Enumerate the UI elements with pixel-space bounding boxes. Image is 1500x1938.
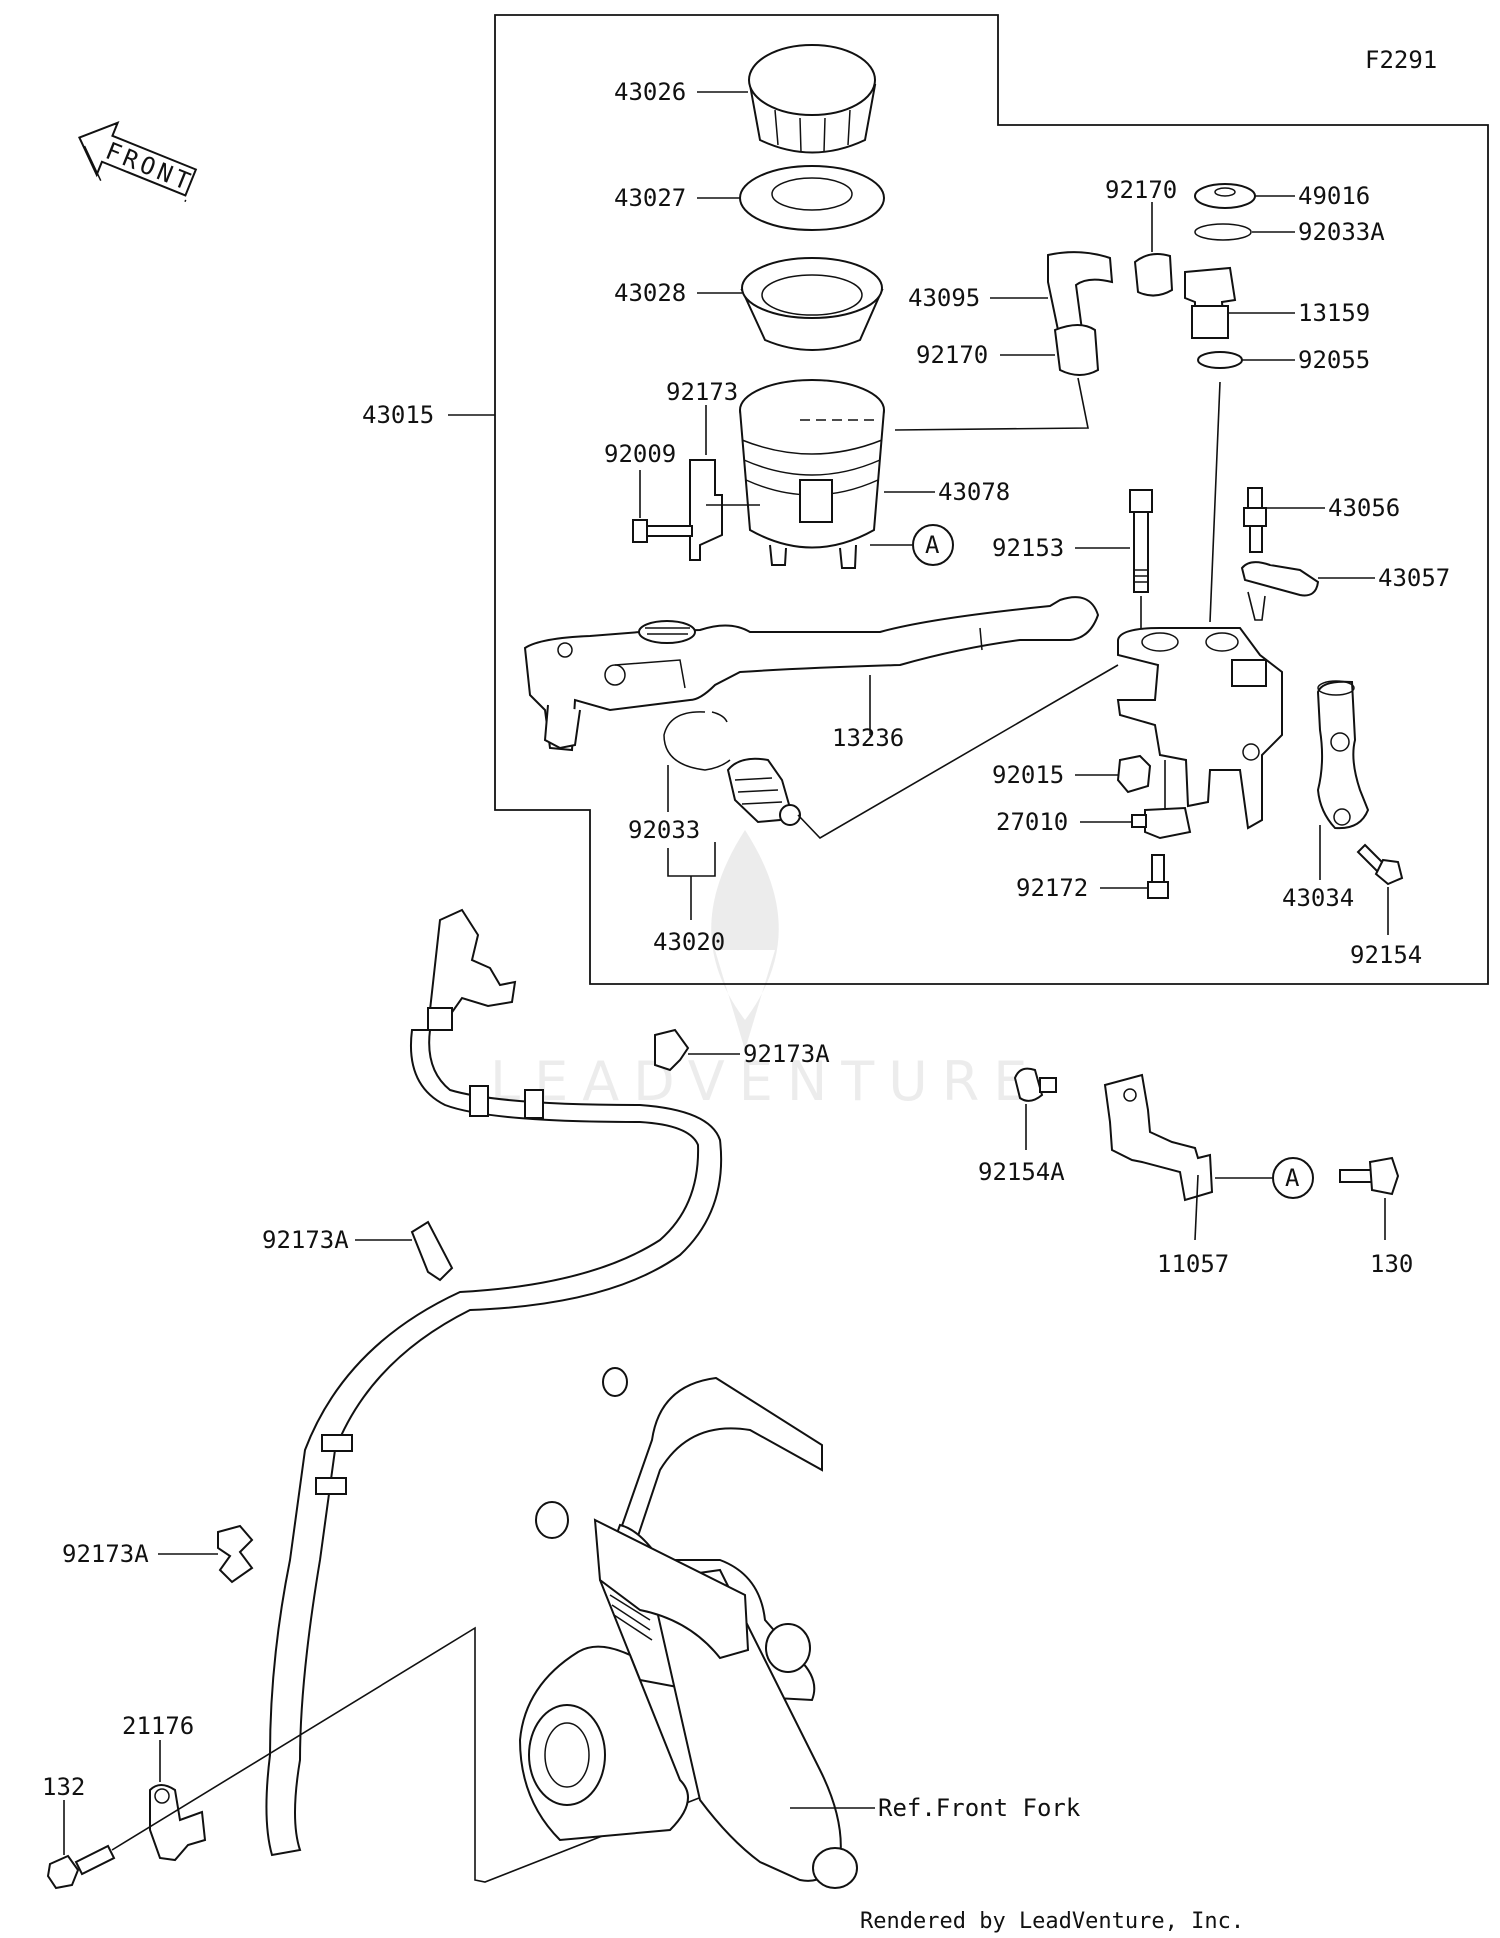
- master-cylinder-body-icon: [1116, 627, 1283, 830]
- label-92172: 92172: [1016, 874, 1088, 902]
- credit-text: Rendered by LeadVenture, Inc.: [860, 1909, 1244, 1934]
- label-13236: 13236: [832, 724, 904, 752]
- bleeder-cap-icon: [1240, 561, 1320, 597]
- label-92154: 92154: [1350, 941, 1422, 969]
- label-92173A-mid: 92173A: [262, 1226, 349, 1254]
- snap-ring-icon: [663, 711, 731, 771]
- label-92009: 92009: [604, 440, 676, 468]
- label-130: 130: [1370, 1250, 1413, 1278]
- sensor-connector-icon: [427, 908, 517, 1031]
- clamp-bolt-icon: [1356, 843, 1404, 886]
- sensor-bolt-icon: [46, 1844, 116, 1890]
- cable-grommet: [469, 1085, 489, 1117]
- cable-grommet: [321, 1434, 353, 1452]
- label-43034: 43034: [1282, 884, 1354, 912]
- reservoir-icon: [739, 379, 885, 569]
- front-arrow-icon: FRONT: [78, 121, 198, 203]
- label-21176: 21176: [122, 1712, 194, 1740]
- watermark-logo: [711, 830, 779, 1050]
- diagram-code: F2291: [1365, 46, 1437, 74]
- bracket-bolt-icon: [1013, 1067, 1057, 1102]
- pivot-bolt-icon: [1129, 489, 1153, 593]
- callout-marker-a-lower-text: A: [1285, 1164, 1300, 1192]
- circlip-icon: [1194, 223, 1252, 241]
- label-43028: 43028: [614, 279, 686, 307]
- label-92154A: 92154A: [978, 1158, 1065, 1186]
- front-arrow-text: FRONT: [102, 137, 198, 198]
- brake-switch-icon: [1131, 806, 1192, 840]
- reservoir-cap-icon: [748, 44, 877, 154]
- label-92170-bottom: 92170: [916, 341, 988, 369]
- brake-lever-icon: [523, 596, 1100, 752]
- cable-grommet: [524, 1089, 544, 1119]
- bracket-mount-bolt-icon: [1339, 1156, 1400, 1196]
- callout-marker-a-text: A: [925, 531, 940, 559]
- label-49016: 49016: [1298, 182, 1370, 210]
- switch-screw-icon: [1147, 854, 1169, 899]
- o-ring-icon: [1197, 351, 1243, 369]
- label-92033A: 92033A: [1298, 218, 1385, 246]
- label-27010: 27010: [996, 808, 1068, 836]
- diaphragm-plate-icon: [739, 165, 885, 231]
- label-92153: 92153: [992, 534, 1064, 562]
- hose-clamp-icon: [689, 459, 723, 561]
- sensor-cable: [265, 1029, 723, 1857]
- callout-marker-a-lower: [1272, 1157, 1314, 1199]
- label-132: 132: [42, 1773, 85, 1801]
- watermark: LEADVENTURE: [490, 830, 1041, 1113]
- label-92170-top: 92170: [1105, 176, 1177, 204]
- handlebar-clamp-icon: [1316, 680, 1370, 830]
- wheel-speed-sensor-icon: [149, 1784, 207, 1862]
- cable-clip-icon: [410, 1220, 454, 1282]
- label-43056: 43056: [1328, 494, 1400, 522]
- label-11057: 11057: [1157, 1250, 1229, 1278]
- label-43078: 43078: [938, 478, 1010, 506]
- assembly-frame: [494, 14, 1489, 985]
- label-43026: 43026: [614, 78, 686, 106]
- label-43020: 43020: [653, 928, 725, 956]
- label-92173: 92173: [666, 378, 738, 406]
- label-43095: 43095: [908, 284, 980, 312]
- dust-cap-icon: [1194, 183, 1256, 209]
- label-92173A-low: 92173A: [62, 1540, 149, 1568]
- label-43027: 43027: [614, 184, 686, 212]
- label-92173A-top: 92173A: [743, 1040, 830, 1068]
- callout-marker-a: [912, 524, 954, 566]
- label-ref-front-fork: Ref.Front Fork: [878, 1794, 1081, 1822]
- label-92055: 92055: [1298, 346, 1370, 374]
- front-fork-icon: [518, 1367, 858, 1889]
- piston-assembly-icon: [726, 757, 801, 826]
- cable-grommet: [315, 1477, 347, 1495]
- watermark-text: LEADVENTURE: [490, 1050, 1041, 1113]
- reservoir-hose-icon: [1047, 251, 1174, 376]
- label-92015: 92015: [992, 761, 1064, 789]
- cable-clip-icon: [654, 1028, 690, 1072]
- cable-clip-icon: [217, 1524, 254, 1584]
- screw-icon: [632, 519, 693, 543]
- diaphragm-icon: [740, 257, 884, 351]
- label-43057: 43057: [1378, 564, 1450, 592]
- nut-icon: [1116, 754, 1152, 794]
- hose-elbow-icon: [1184, 266, 1237, 339]
- bleeder-valve-icon: [1243, 487, 1267, 553]
- label-92033: 92033: [628, 816, 700, 844]
- bracket-icon: [1103, 1073, 1214, 1202]
- label-13159: 13159: [1298, 299, 1370, 327]
- label-43015: 43015: [362, 401, 434, 429]
